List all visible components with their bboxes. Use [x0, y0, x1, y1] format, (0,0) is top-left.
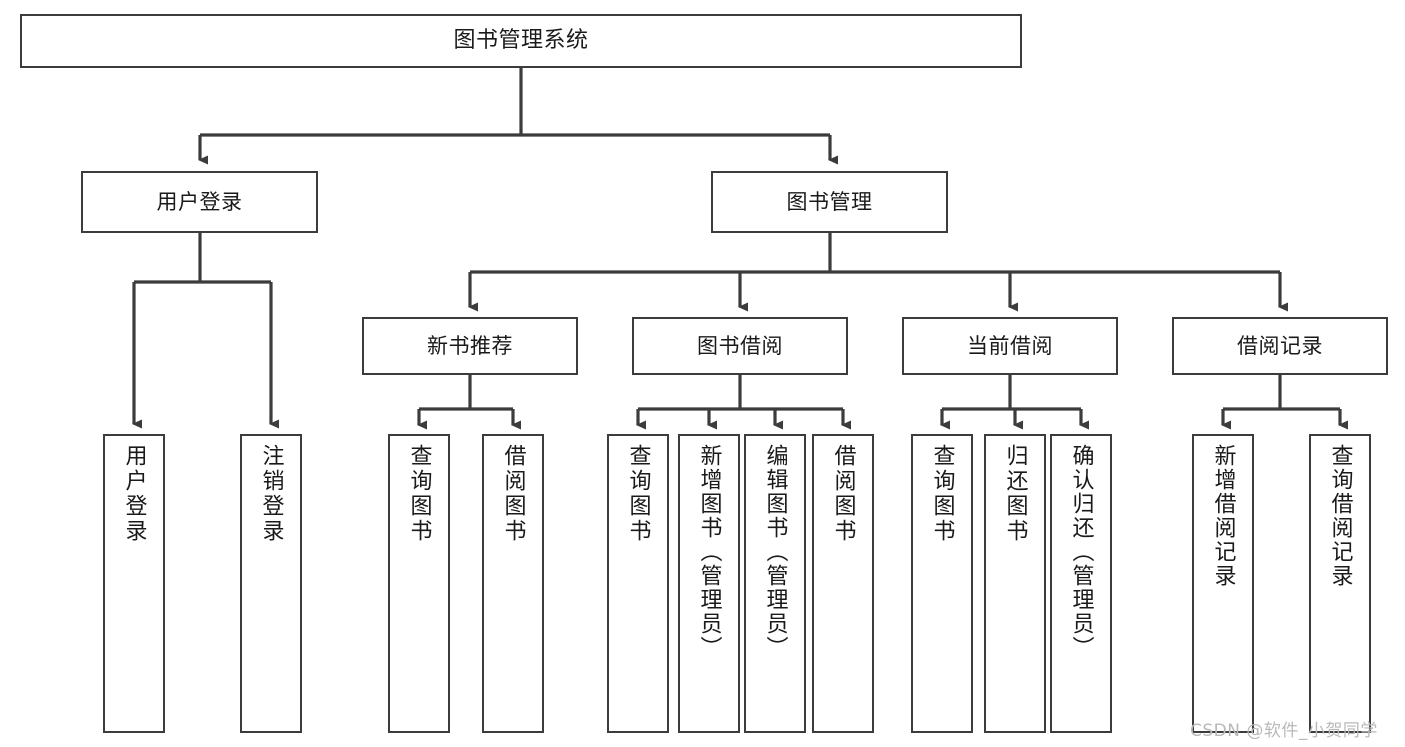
node-leaf-query-book-2[interactable]: 查询图书 [607, 434, 669, 733]
node-book-borrow-label: 图书借阅 [697, 333, 783, 358]
node-leaf-logout-login-label: 注销登录 [258, 444, 284, 544]
node-leaf-query-book-2-label: 查询图书 [625, 444, 651, 544]
node-leaf-query-borrow-record[interactable]: 查询借阅记录 [1309, 434, 1371, 733]
node-user-login-label: 用户登录 [156, 189, 243, 214]
node-leaf-query-book-1-label: 查询图书 [406, 444, 432, 544]
node-leaf-borrow-book-1[interactable]: 借阅图书 [482, 434, 544, 733]
node-leaf-query-borrow-record-label: 查询借阅记录 [1327, 444, 1353, 588]
node-new-book-recommend-label: 新书推荐 [427, 333, 513, 358]
node-leaf-query-book-3-label: 查询图书 [929, 444, 955, 544]
node-leaf-borrow-book-1-label: 借阅图书 [500, 444, 526, 544]
node-new-book-recommend[interactable]: 新书推荐 [362, 317, 578, 375]
node-user-login[interactable]: 用户登录 [81, 171, 318, 233]
node-leaf-user-login[interactable]: 用户登录 [103, 434, 165, 733]
node-leaf-add-book-admin-label: 新增图书（管理员） [696, 444, 722, 660]
node-current-borrow[interactable]: 当前借阅 [902, 317, 1118, 375]
node-leaf-confirm-return-admin[interactable]: 确认归还（管理员） [1050, 434, 1112, 733]
node-leaf-confirm-return-admin-label: 确认归还（管理员） [1068, 444, 1094, 660]
node-leaf-add-borrow-record[interactable]: 新增借阅记录 [1192, 434, 1254, 733]
node-leaf-query-book-1[interactable]: 查询图书 [388, 434, 450, 733]
node-root-label: 图书管理系统 [453, 28, 589, 54]
node-leaf-borrow-book-2-label: 借阅图书 [830, 444, 856, 544]
node-book-management[interactable]: 图书管理 [711, 171, 948, 233]
node-leaf-return-book[interactable]: 归还图书 [984, 434, 1046, 733]
node-leaf-logout-login[interactable]: 注销登录 [240, 434, 302, 733]
node-root[interactable]: 图书管理系统 [20, 14, 1022, 68]
node-leaf-query-book-3[interactable]: 查询图书 [911, 434, 973, 733]
node-current-borrow-label: 当前借阅 [967, 333, 1053, 358]
node-leaf-add-book-admin[interactable]: 新增图书（管理员） [678, 434, 740, 733]
node-leaf-edit-book-admin-label: 编辑图书（管理员） [762, 444, 788, 660]
csdn-watermark: CSDN @软件_小贺同学 [1190, 721, 1378, 741]
node-book-management-label: 图书管理 [786, 189, 873, 214]
node-borrow-record-label: 借阅记录 [1237, 333, 1323, 358]
node-leaf-add-borrow-record-label: 新增借阅记录 [1210, 444, 1236, 588]
node-leaf-return-book-label: 归还图书 [1002, 444, 1028, 544]
node-leaf-edit-book-admin[interactable]: 编辑图书（管理员） [744, 434, 806, 733]
node-borrow-record[interactable]: 借阅记录 [1172, 317, 1388, 375]
node-leaf-borrow-book-2[interactable]: 借阅图书 [812, 434, 874, 733]
node-leaf-user-login-label: 用户登录 [121, 444, 147, 544]
node-book-borrow[interactable]: 图书借阅 [632, 317, 848, 375]
